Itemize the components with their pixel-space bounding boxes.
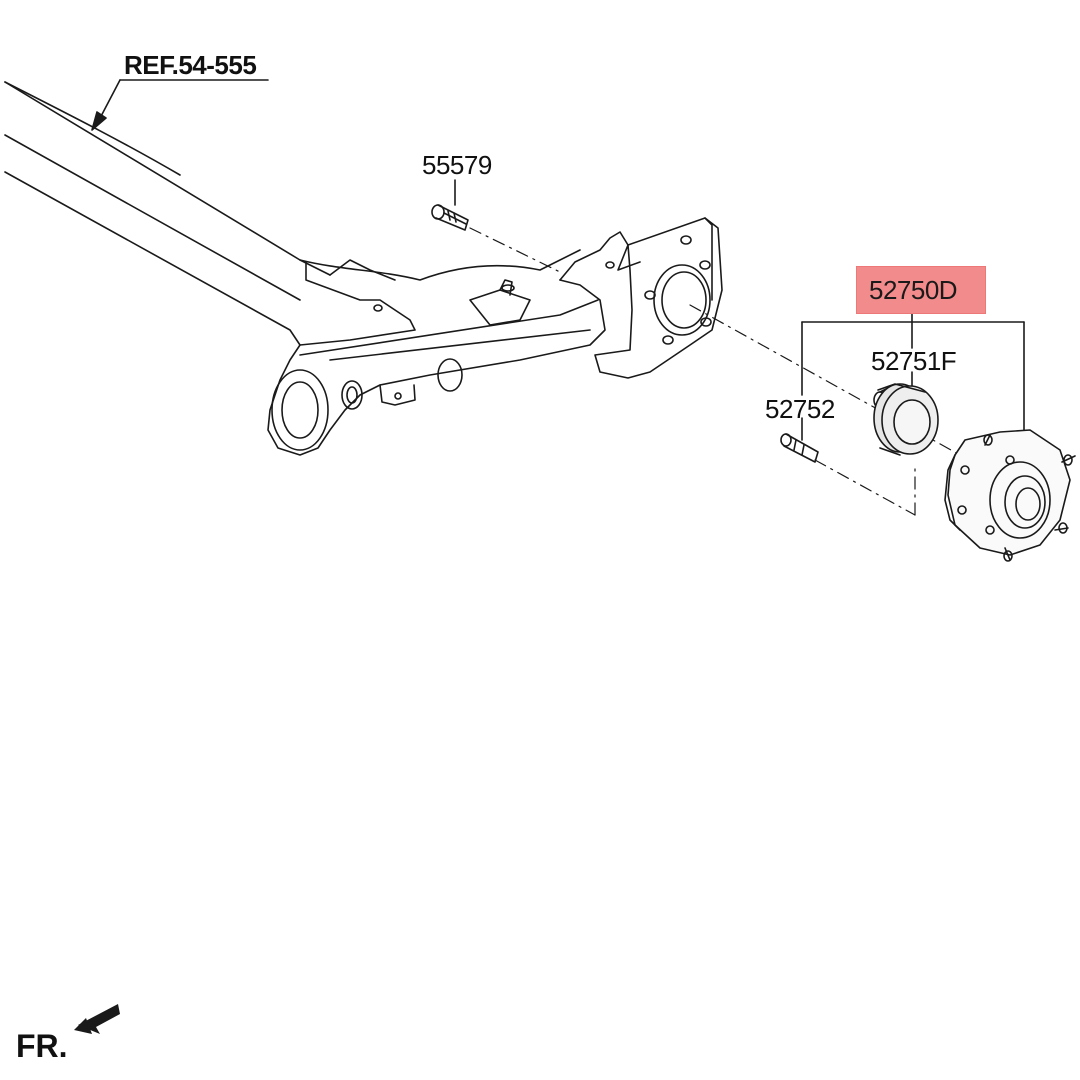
highlighted-part-box[interactable]: 52750D xyxy=(856,266,986,314)
alignment-dashlines xyxy=(469,227,961,516)
part-label-52750D[interactable]: 52750D xyxy=(869,275,958,305)
part-label-52751F[interactable]: 52751F xyxy=(871,346,957,376)
front-direction-arrow xyxy=(74,1004,120,1034)
stud-52752 xyxy=(780,433,819,463)
front-indicator-label: FR. xyxy=(16,1028,68,1064)
bolt-55579 xyxy=(431,179,469,231)
torsion-beam-axle xyxy=(4,81,723,456)
ref-leader xyxy=(91,79,269,131)
part-label-52752[interactable]: 52752 xyxy=(765,394,835,424)
part-label-55579[interactable]: 55579 xyxy=(422,150,492,180)
assembly-bracket xyxy=(801,311,1025,441)
bearing-52751F xyxy=(873,383,939,456)
hub-assembly xyxy=(944,429,1076,562)
ref-label[interactable]: REF.54-555 xyxy=(124,50,257,80)
